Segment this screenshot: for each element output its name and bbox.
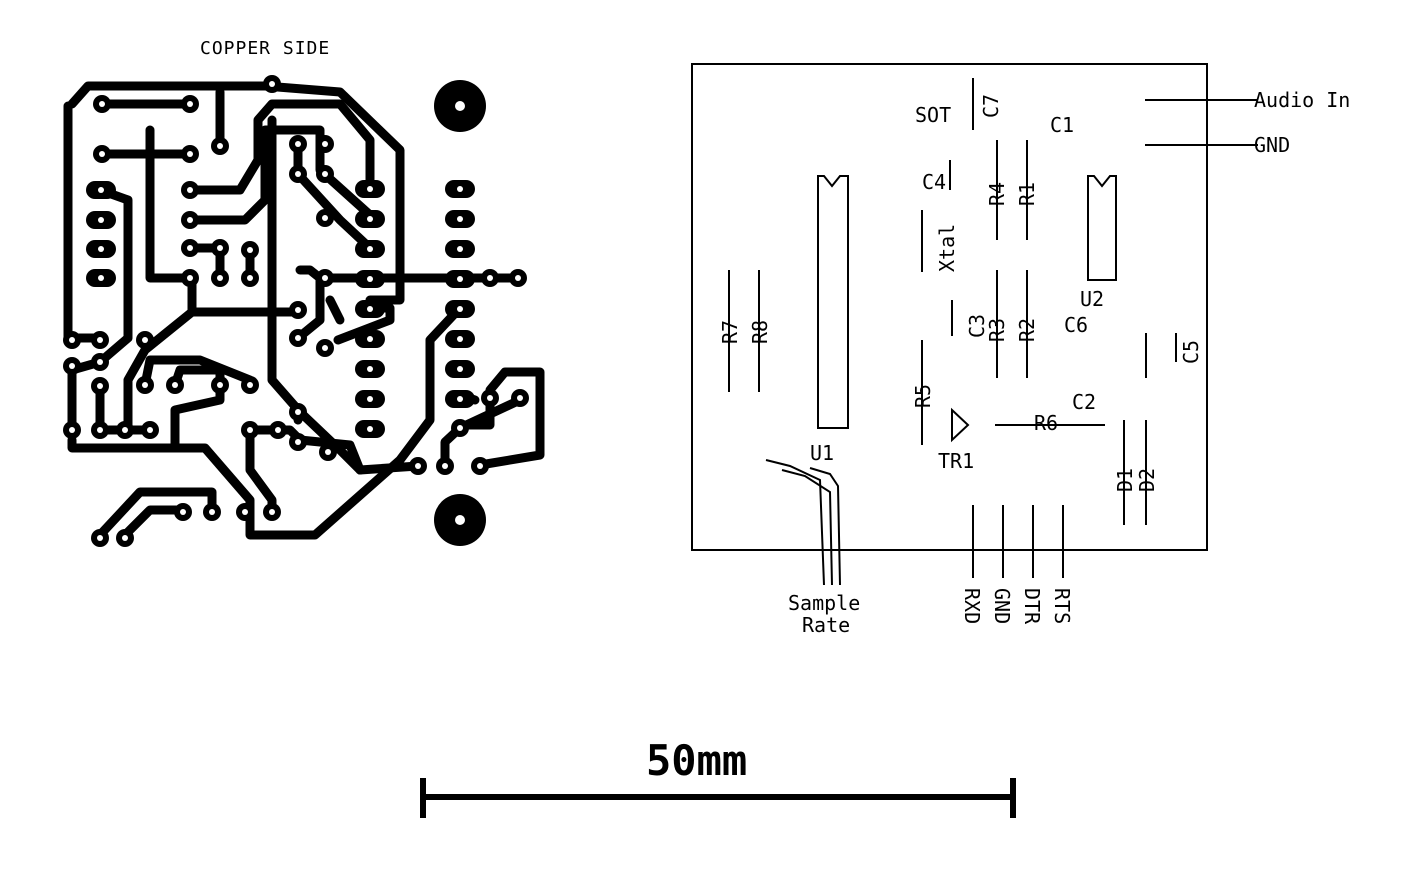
label-audio-in: Audio In: [1254, 88, 1350, 112]
label-c7: C7: [979, 94, 1003, 118]
overlay-labels: SOT C7 C1 C4 R4 R1 Xtal U2 R7 R8 C3 R3 R…: [718, 88, 1350, 637]
label-u1: U1: [810, 441, 834, 465]
label-sot: SOT: [915, 103, 951, 127]
label-c6: C6: [1064, 313, 1088, 337]
label-r3: R3: [985, 318, 1009, 342]
label-xtal: Xtal: [935, 224, 959, 272]
label-r1: R1: [1015, 182, 1039, 206]
copper-side-layout: COPPER SIDE: [63, 38, 545, 547]
board-outline: [691, 63, 1208, 551]
scale-bar: 50mm: [420, 736, 1016, 818]
label-dtr: DTR: [1020, 588, 1044, 625]
label-tr1: TR1: [938, 449, 974, 473]
scale-bar-label: 50mm: [646, 736, 747, 785]
label-r4: R4: [985, 182, 1009, 206]
label-d2: D2: [1135, 468, 1159, 492]
component-overlay: [691, 63, 1258, 586]
label-c4: C4: [922, 170, 946, 194]
copper-pad-holes: [69, 81, 523, 541]
copper-side-title: COPPER SIDE: [200, 38, 330, 59]
label-rxd: RXD: [960, 588, 984, 624]
label-c1: C1: [1050, 113, 1074, 137]
label-sample: Sample: [788, 591, 860, 615]
label-r6: R6: [1034, 411, 1058, 435]
label-c5: C5: [1179, 340, 1203, 364]
label-r5: R5: [911, 384, 935, 408]
label-rate: Rate: [802, 613, 850, 637]
label-r7: R7: [718, 320, 742, 344]
label-rts: RTS: [1050, 588, 1074, 624]
label-r2: R2: [1015, 318, 1039, 342]
label-gnd-top: GND: [1254, 133, 1290, 157]
tr1-symbol: [951, 407, 970, 443]
label-d1: D1: [1113, 468, 1137, 492]
label-r8: R8: [748, 320, 772, 344]
u2-ic-outline: [1087, 175, 1117, 281]
label-u2: U2: [1080, 287, 1104, 311]
u1-ic-outline: [817, 175, 849, 429]
label-c2: C2: [1072, 390, 1096, 414]
label-gnd-bottom: GND: [990, 588, 1014, 624]
label-c3: C3: [965, 314, 989, 338]
mounting-holes: [434, 80, 486, 546]
